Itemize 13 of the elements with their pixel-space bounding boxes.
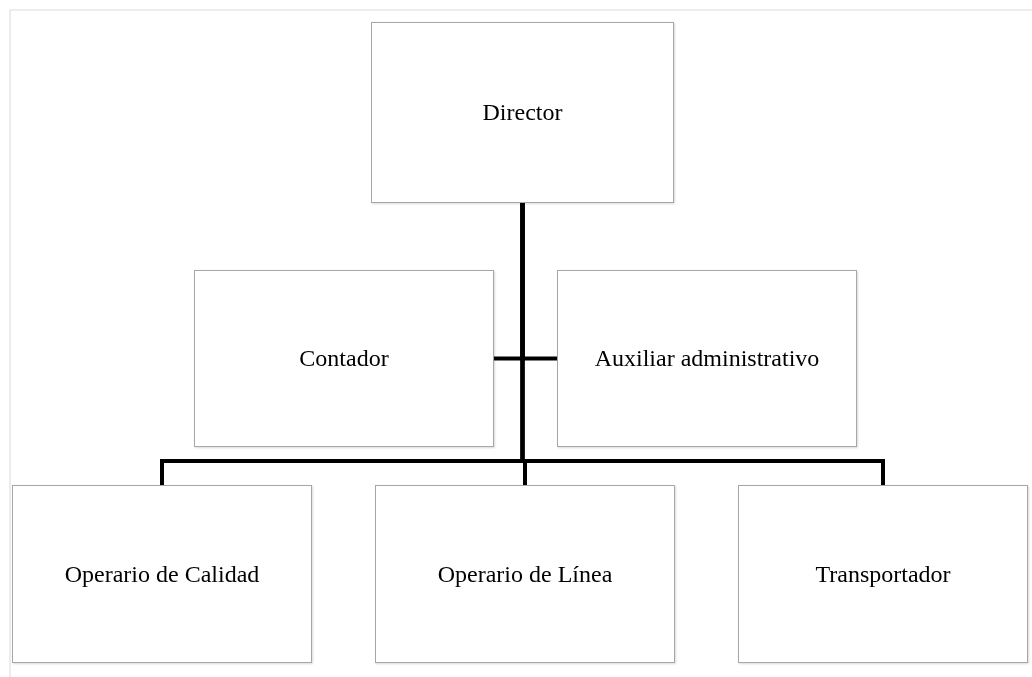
role-label: Operario de Calidad [63,560,261,588]
role-label: Operario de Línea [436,560,614,588]
org-box [375,485,675,663]
org-box [371,22,674,203]
org-box [738,485,1028,663]
org-box [194,270,494,447]
role-label: Transportador [814,560,952,588]
role-label: Contador [298,345,390,372]
org-box [557,270,857,447]
org-box [12,485,312,663]
role-label: Director [481,99,564,126]
connector-line [520,203,885,485]
role-label: Auxiliar administrativo [593,345,821,372]
